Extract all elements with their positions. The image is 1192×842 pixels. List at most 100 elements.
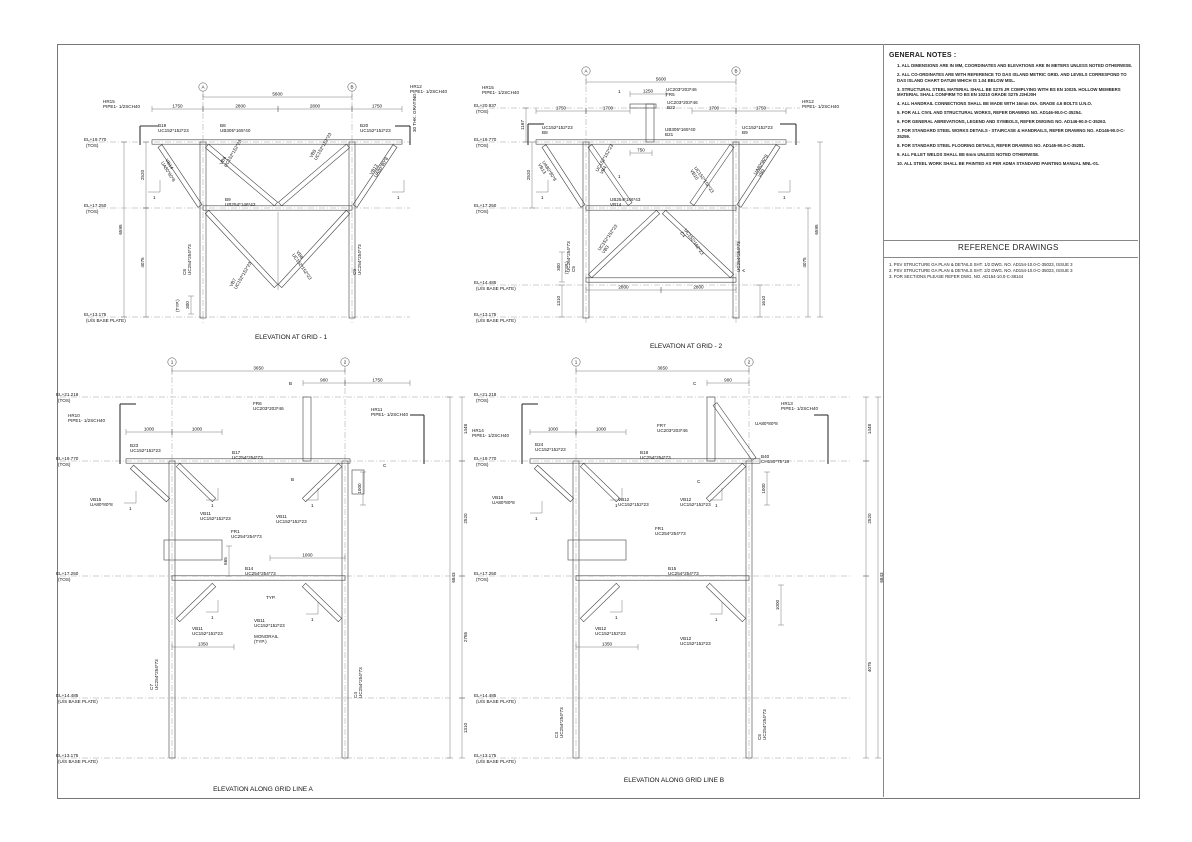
dimension-label: 1750: [172, 104, 183, 109]
slope-triangle: [610, 600, 623, 613]
typical-note: (TYP.): [564, 261, 569, 274]
mid-beam: [585, 205, 737, 211]
knee-brace-left: [157, 144, 203, 208]
level-label: EL+17.250: [474, 203, 497, 208]
level-label: EL+13.175: [84, 312, 107, 317]
column-right: [745, 460, 753, 759]
member-mark: B23: [130, 443, 139, 448]
dimension-label: 4075: [867, 661, 872, 672]
lower-brace: [661, 209, 735, 279]
member-section: UC152*152*23: [313, 132, 333, 161]
fr5-post: [645, 103, 655, 143]
member-mark: HR15: [482, 85, 494, 90]
dimension-label: 1350: [198, 642, 209, 647]
slope-triangle: [392, 180, 405, 193]
drawing-border: [57, 44, 1140, 799]
dimension-label: 5600: [272, 92, 283, 97]
slope-triangle: [148, 180, 161, 193]
slope-ratio: 1: [129, 506, 132, 511]
slope-ratio: 1: [615, 503, 618, 508]
member-section: UC152*152*23: [158, 128, 189, 133]
level-label: (U/S BASE PLATE): [58, 699, 98, 704]
v-brace: [705, 462, 747, 503]
note-item: 3. STRUCTURAL STEEL MATERIAL SHALL BE S2…: [897, 86, 1121, 98]
level-label: EL+17.250: [474, 571, 497, 576]
member-mark: C3: [554, 732, 559, 738]
section-marker: 1: [618, 174, 621, 179]
dimension-label: 1610: [761, 295, 766, 306]
knee-brace-right: [352, 144, 398, 208]
v-brace: [278, 143, 350, 207]
section-marker: C: [383, 463, 387, 468]
member-mark: UC203*203*46: [667, 100, 698, 105]
dimension-label: 750: [637, 148, 645, 153]
member-section: UC152*152*23: [360, 128, 391, 133]
lower-brace: [204, 209, 279, 289]
v-brace: [301, 462, 343, 503]
level-label: (TOS): [476, 577, 489, 582]
dimension-label: 2800: [693, 285, 704, 290]
column-left: [572, 460, 580, 759]
level-label: EL+20.937: [474, 103, 497, 108]
level-label: (TOS): [476, 143, 489, 148]
note-item: 8. FOR STANDARD STEEL FLOORING DETAILS, …: [897, 142, 1085, 148]
slope-ratio: 1: [211, 615, 214, 620]
level-label: EL+19.770: [84, 137, 107, 142]
section-marker: C: [693, 381, 697, 386]
level-label: EL+19.770: [474, 456, 497, 461]
dimension-label: 1448: [463, 423, 468, 434]
note-item: 2. ALL CO-ORDINATES ARE WITH REFERENCE T…: [897, 71, 1127, 83]
column-right: [348, 141, 356, 319]
member-section: UC254*254*73: [232, 455, 263, 460]
grid-bubble-label: 1: [171, 360, 174, 365]
member-mark: HR12: [802, 99, 814, 104]
reference-drawings-title: REFERENCE DRAWINGS: [958, 243, 1059, 252]
knee-brace-left: [129, 464, 171, 503]
member-section: UC254*254*73: [559, 707, 564, 738]
view-caption: ELEVATION ALONG GRID LINE A: [213, 786, 313, 793]
member-mark: VB12: [618, 497, 630, 502]
slope-triangle: [610, 488, 623, 501]
knee-brace-left: [533, 464, 575, 503]
level-label: EL+19.770: [56, 456, 79, 461]
dimension-label: 1700: [603, 106, 614, 111]
level-label: (TOS): [58, 398, 71, 403]
dimension-label: 1167: [520, 120, 525, 130]
section-marker: B: [291, 477, 294, 482]
member-tag: MONORAIL(TYP.): [254, 634, 279, 644]
v-brace: [175, 462, 217, 503]
member-section: UC254*254*73: [245, 571, 276, 576]
member-section: UC152*152*23: [680, 641, 711, 646]
member-section: UC254*254*73: [640, 455, 671, 460]
dimension-label: 6595: [118, 224, 123, 235]
member-mark: B18: [640, 450, 649, 455]
member-section: UC152*152*23: [223, 139, 243, 168]
member-mark: VB11: [192, 626, 203, 631]
dimension-label: 5600: [656, 77, 667, 82]
level-label: (U/S BASE PLATE): [476, 318, 516, 323]
section-marker: B: [289, 381, 292, 386]
member-mark: B19: [158, 123, 167, 128]
level-label: EL+14.485: [56, 693, 79, 698]
dimension-label: 3650: [657, 366, 668, 371]
member-section: UC203*203*46: [657, 428, 688, 433]
member-section: B8: [542, 130, 548, 135]
v-brace: [689, 144, 735, 206]
